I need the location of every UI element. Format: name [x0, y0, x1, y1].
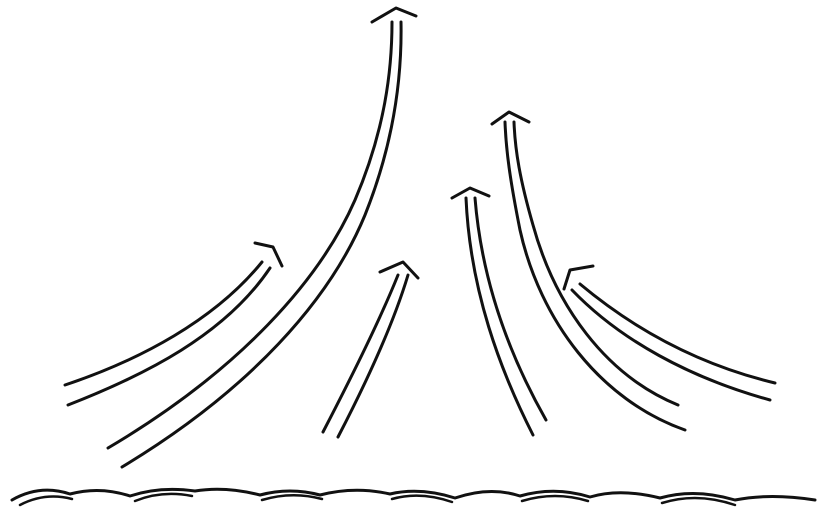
arrow-right-outer — [564, 266, 775, 400]
arrow-center-short — [323, 262, 418, 437]
arrow-center-tall — [108, 8, 416, 467]
arrow-center-short-shaft-a — [323, 275, 398, 432]
arrow-center-short-shaft-b — [338, 275, 408, 437]
arrow-center-tall-head — [372, 8, 416, 22]
arrow-left-outer-head — [255, 243, 282, 266]
arrow-right-tall-head — [492, 112, 529, 124]
arrow-right-outer-shaft-a — [580, 284, 775, 383]
arrow-center-tall-shaft-a — [108, 22, 392, 448]
wave-line — [12, 489, 815, 505]
arrow-left-outer-shaft-a — [65, 262, 262, 385]
arrow-left-outer-shaft-b — [68, 268, 270, 405]
arrow-right-tall-shaft-b — [514, 122, 678, 405]
arrow-right-outer-head — [564, 266, 593, 289]
arrow-center-right-head — [452, 188, 489, 198]
arrow-right-tall-shaft-a — [505, 122, 685, 430]
arrow-right-tall — [492, 112, 685, 430]
arrow-left-outer — [65, 243, 282, 405]
